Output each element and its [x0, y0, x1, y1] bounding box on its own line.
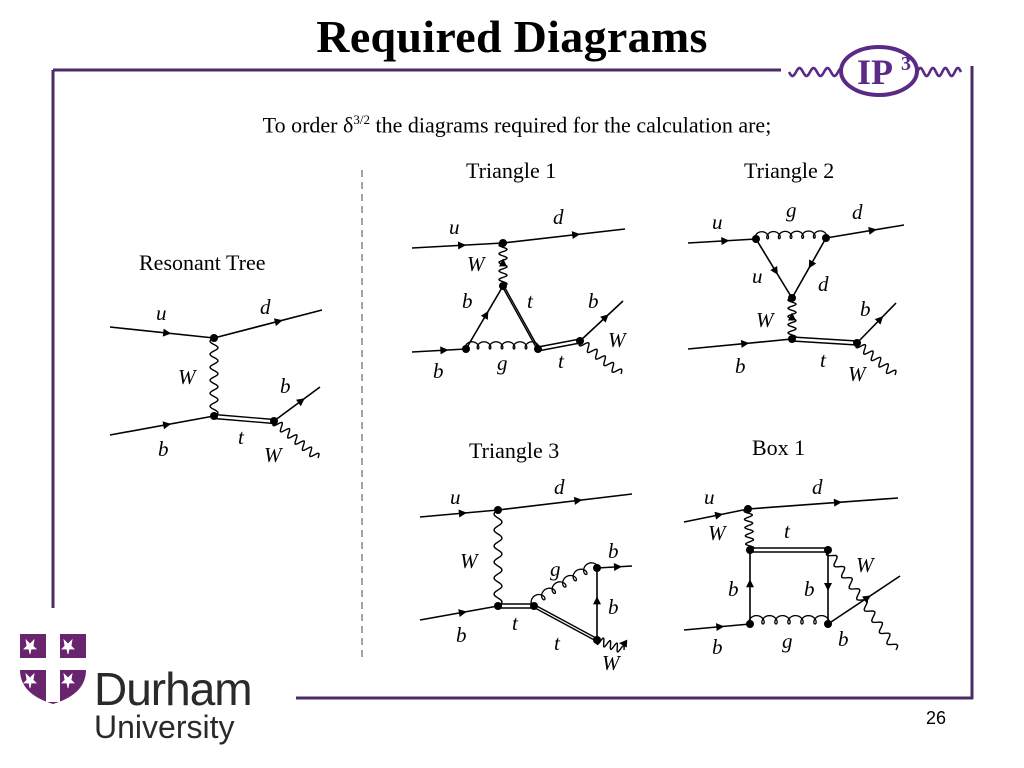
label-w: W [460, 549, 480, 573]
ip3-logo: IP 3 [787, 45, 963, 97]
label-g: g [782, 629, 793, 653]
label-d: d [818, 272, 829, 296]
label-b: b [433, 359, 444, 383]
label-t: t [554, 631, 561, 655]
triangle2-title: Triangle 2 [744, 158, 835, 183]
triangle3-diagram: u d W g b b b t t W [419, 475, 633, 675]
label-d: d [260, 295, 271, 319]
label-u: u [712, 210, 723, 234]
label-t: t [527, 289, 534, 313]
label-b: b [280, 374, 291, 398]
label-g: g [497, 351, 508, 375]
label-u: u [449, 215, 460, 239]
label-u: u [752, 264, 763, 288]
label-g: g [550, 557, 561, 581]
triangle1-title: Triangle 1 [466, 158, 557, 183]
label-t: t [784, 519, 791, 543]
label-b: b [735, 354, 746, 378]
durham-name: Durham [94, 663, 253, 715]
triangle1-diagram: u d W b t b W b g t [411, 205, 628, 383]
label-w: W [856, 553, 876, 577]
label-b: b [608, 595, 619, 619]
label-b: b [838, 627, 849, 651]
label-w: W [467, 252, 487, 276]
label-d: d [553, 205, 564, 229]
box1-title: Box 1 [752, 435, 806, 460]
label-b: b [588, 289, 599, 313]
intro-text: To order δ3/2 the diagrams required for … [262, 112, 772, 138]
resonant-tree-title: Resonant Tree [139, 250, 266, 275]
label-b: b [728, 577, 739, 601]
ip3-logo-superscript: 3 [901, 53, 911, 75]
resonant-tree-diagram: u d W b b t W [109, 295, 323, 467]
durham-subtitle: University [94, 709, 235, 745]
label-t: t [558, 349, 565, 373]
label-d: d [852, 200, 863, 224]
label-u: u [156, 301, 167, 325]
label-b: b [462, 289, 473, 313]
label-t: t [820, 348, 827, 372]
label-t: t [512, 611, 519, 635]
label-w: W [608, 328, 628, 352]
label-b: b [158, 437, 169, 461]
label-u: u [450, 485, 461, 509]
label-w: W [708, 521, 728, 545]
label-b: b [804, 577, 815, 601]
box1-diagram: u d W t W b b b g b [683, 475, 901, 659]
label-u: u [704, 485, 715, 509]
label-w: W [602, 651, 622, 675]
label-b: b [860, 297, 871, 321]
durham-crest-icon [20, 634, 86, 704]
label-d: d [812, 475, 823, 499]
label-t: t [238, 425, 245, 449]
label-d: d [554, 475, 565, 499]
triangle2-diagram: u g d u d W b b t W [687, 198, 905, 386]
triangle3-title: Triangle 3 [469, 438, 560, 463]
label-b: b [608, 539, 619, 563]
label-b: b [712, 635, 723, 659]
label-w: W [264, 443, 284, 467]
label-g: g [786, 198, 797, 222]
slide-title: Required Diagrams [316, 11, 708, 62]
label-b: b [456, 623, 467, 647]
label-w: W [756, 308, 776, 332]
page-number: 26 [926, 708, 947, 728]
durham-wordmark: Durham University [94, 663, 253, 745]
label-w: W [848, 362, 868, 386]
label-w: W [178, 365, 198, 389]
dashed-separator [361, 170, 363, 662]
ip3-logo-text: IP [857, 52, 893, 92]
